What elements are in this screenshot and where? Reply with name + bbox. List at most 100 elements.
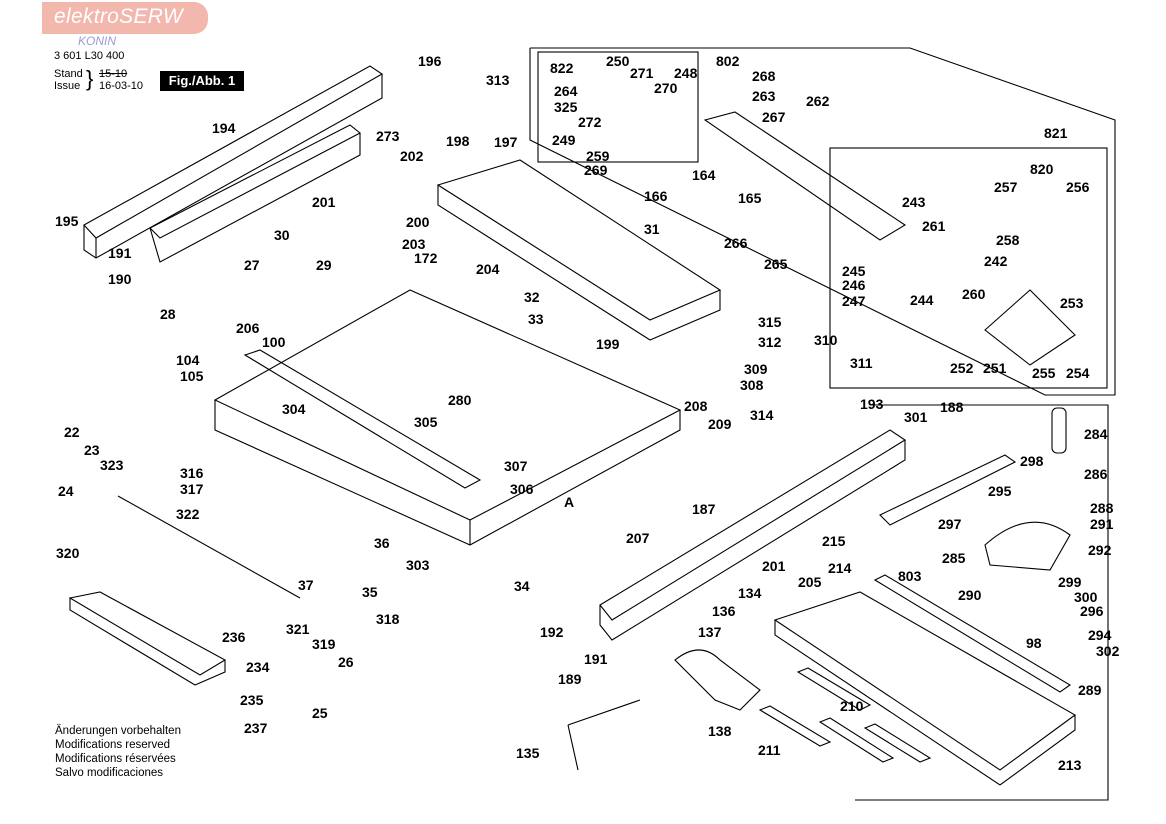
strip-211-a — [796, 667, 872, 711]
modifications-line-fr: Modifications réservées — [55, 753, 176, 765]
part-label-214: 214 — [828, 560, 852, 576]
part-label-319: 319 — [312, 636, 336, 652]
part-label-204: 204 — [476, 261, 500, 277]
part-label-236: 236 — [222, 629, 246, 645]
part-label-256: 256 — [1066, 179, 1090, 195]
part-label-205: 205 — [798, 574, 822, 590]
detail-box-802 — [529, 47, 1116, 396]
rod-322 — [117, 495, 301, 599]
stand-label: Stand — [54, 68, 83, 80]
part-label-34: 34 — [514, 578, 530, 594]
part-label-25: 25 — [312, 705, 328, 721]
part-label-297: 297 — [938, 516, 962, 532]
part-label-260: 260 — [962, 286, 986, 302]
part-label-166: 166 — [644, 188, 668, 204]
part-label-191: 191 — [584, 651, 608, 667]
part-label-244: 244 — [910, 292, 934, 308]
part-label-165: 165 — [738, 190, 762, 206]
issue-date: 16-03-10 — [99, 80, 144, 92]
part-label-134: 134 — [738, 585, 762, 601]
part-label-258: 258 — [996, 232, 1020, 248]
part-label-245: 245 — [842, 263, 866, 279]
part-label-323: 323 — [100, 457, 124, 473]
extension-table-234 — [68, 591, 227, 676]
brand-logo-text: elektroSERW — [54, 5, 183, 28]
modifications-line-en: Modifications reserved — [55, 739, 171, 751]
part-label-292: 292 — [1088, 542, 1112, 558]
modifications-note: Änderungen vorbehalten Modifications res… — [55, 724, 181, 780]
part-label-195: 195 — [55, 213, 79, 229]
part-label-135: 135 — [516, 745, 540, 761]
part-label-317: 317 — [180, 481, 204, 497]
part-label-320: 320 — [56, 545, 80, 561]
part-label-26: 26 — [338, 654, 354, 670]
part-label-213: 213 — [1058, 757, 1082, 773]
sliding-table-210 — [773, 591, 1077, 771]
part-label-310: 310 — [814, 332, 838, 348]
brand-logo-subtext: KONIN — [78, 34, 117, 48]
crank-135 — [567, 699, 641, 726]
part-label-263: 263 — [752, 88, 776, 104]
part-label-304: 304 — [282, 401, 306, 417]
part-label-306: 306 — [510, 481, 534, 497]
table-top-197 — [436, 159, 722, 321]
part-label-187: 187 — [692, 501, 716, 517]
part-label-315: 315 — [758, 314, 782, 330]
part-label-24: 24 — [58, 483, 74, 499]
part-label-190: 190 — [108, 271, 132, 287]
part-label-291: 291 — [1090, 516, 1114, 532]
part-label-299: 299 — [1058, 574, 1082, 590]
fence-285 — [873, 574, 1072, 693]
part-label-33: 33 — [528, 311, 544, 327]
part-label-307: 307 — [504, 458, 528, 474]
part-label-318: 318 — [376, 611, 400, 627]
rail-304 — [243, 349, 482, 489]
part-label-136: 136 — [712, 603, 736, 619]
fence-rail-194 — [83, 65, 384, 239]
part-label-252: 252 — [950, 360, 974, 376]
part-label-243: 243 — [902, 194, 926, 210]
part-label-269: 269 — [584, 162, 608, 178]
part-label-242: 242 — [984, 253, 1008, 269]
part-label-300: 300 — [1074, 589, 1098, 605]
part-label-259: 259 — [586, 148, 610, 164]
part-label-803: 803 — [898, 568, 922, 584]
part-label-98: 98 — [1026, 635, 1042, 651]
part-label-138: 138 — [708, 723, 732, 739]
part-label-284: 284 — [1084, 426, 1108, 442]
part-label-822: 822 — [550, 60, 574, 76]
part-label-207: 207 — [626, 530, 650, 546]
part-label-253: 253 — [1060, 295, 1084, 311]
strip-213-a — [758, 705, 832, 747]
part-label-35: 35 — [362, 584, 378, 600]
part-label-314: 314 — [750, 407, 774, 423]
part-label-280: 280 — [448, 392, 472, 408]
part-label-100: 100 — [262, 334, 286, 350]
part-label-270: 270 — [654, 80, 678, 96]
part-label-137: 137 — [698, 624, 722, 640]
part-label-249: 249 — [552, 132, 576, 148]
part-label-200: 200 — [406, 214, 430, 230]
part-label-209: 209 — [708, 416, 732, 432]
part-label-316: 316 — [180, 465, 204, 481]
part-label-325: 325 — [554, 99, 578, 115]
part-label-198: 198 — [446, 133, 470, 149]
part-label-254: 254 — [1066, 365, 1090, 381]
part-label-105: 105 — [180, 368, 204, 384]
detail-box-822 — [537, 51, 699, 163]
part-label-308: 308 — [740, 377, 764, 393]
part-label-802: 802 — [716, 53, 740, 69]
part-label-191: 191 — [108, 245, 132, 261]
part-label-189: 189 — [558, 671, 582, 687]
part-label-285: 285 — [942, 550, 966, 566]
part-label-273: 273 — [376, 128, 400, 144]
part-label-A: A — [564, 494, 574, 510]
part-label-295: 295 — [988, 483, 1012, 499]
part-label-234: 234 — [246, 659, 270, 675]
part-label-305: 305 — [414, 414, 438, 430]
strip-211-b — [863, 723, 932, 763]
part-label-193: 193 — [860, 396, 884, 412]
part-label-194: 194 — [212, 120, 236, 136]
part-label-309: 309 — [744, 361, 768, 377]
